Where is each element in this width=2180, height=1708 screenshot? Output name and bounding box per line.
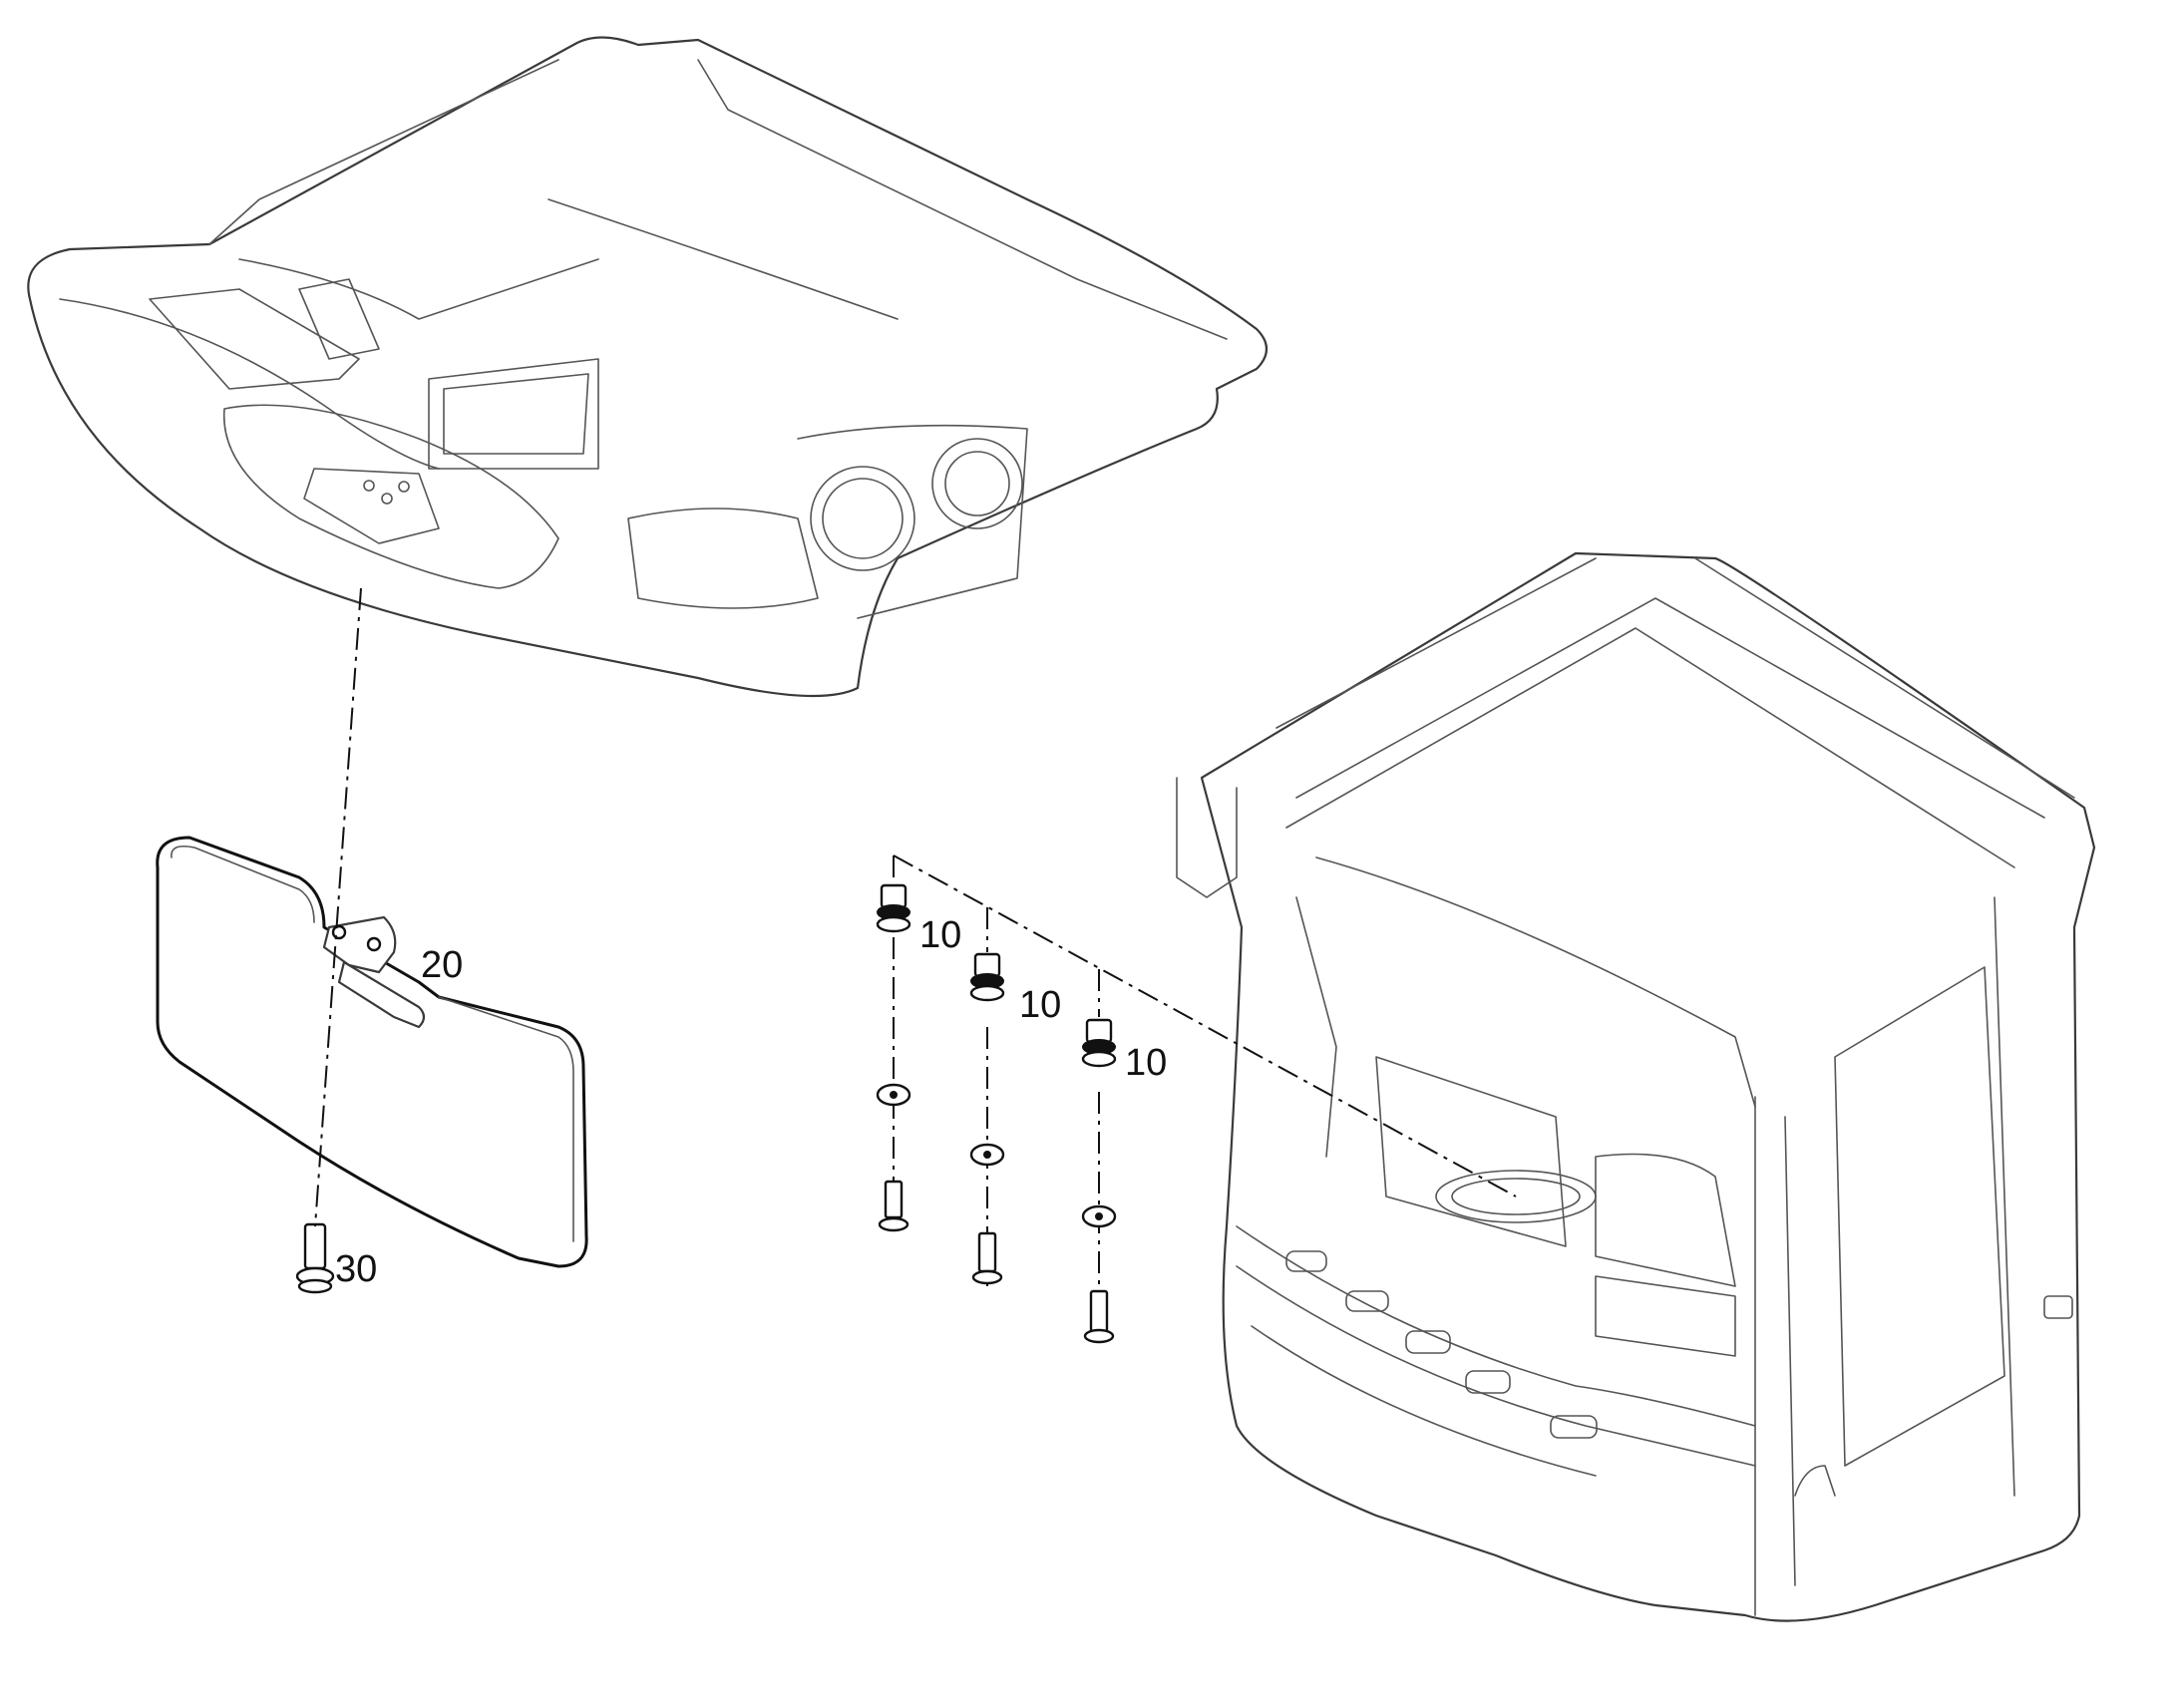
- cab-assembly: [1176, 551, 2096, 1622]
- nut-c: [1081, 1018, 1117, 1068]
- mirror-screw: [295, 1222, 335, 1294]
- callout-nut-b: 10: [1019, 984, 1061, 1026]
- washers: [876, 1083, 1117, 1228]
- callout-nut-a: 10: [919, 914, 961, 956]
- interior-mirror: [156, 836, 588, 1268]
- callout-nut-c: 10: [1125, 1042, 1167, 1084]
- callout-mirror: 20: [421, 944, 463, 986]
- nut-b: [969, 952, 1005, 1002]
- bolts: [878, 1180, 1115, 1344]
- callout-screw: 30: [335, 1248, 377, 1290]
- roof-liner-panel: [27, 36, 1269, 698]
- nut-a: [876, 883, 911, 933]
